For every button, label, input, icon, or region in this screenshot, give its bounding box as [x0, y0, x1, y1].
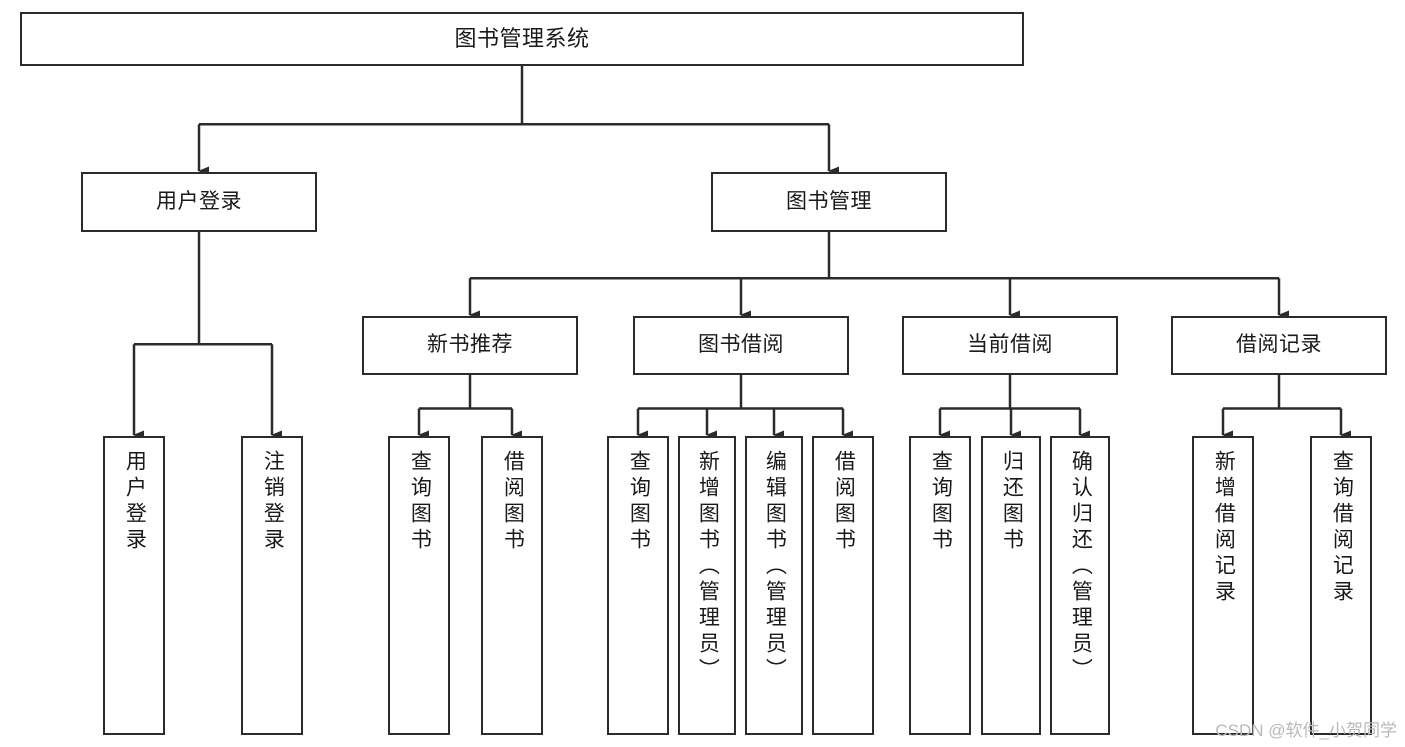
- node-leaf-borrow-1[interactable]: 借阅图书: [481, 436, 543, 735]
- node-label: 查询图书: [408, 450, 432, 554]
- watermark: CSDN @软件_小贺同学: [1215, 721, 1397, 740]
- node-label: 借阅记录: [1236, 333, 1322, 357]
- node-leaf-query-1[interactable]: 查询图书: [388, 436, 450, 735]
- node-new-book-rec[interactable]: 新书推荐: [362, 316, 578, 375]
- node-label: 查询图书: [929, 450, 953, 554]
- node-label: 用户登录: [123, 450, 147, 554]
- node-leaf-edit-book[interactable]: 编辑图书（管理员）: [745, 436, 803, 735]
- node-leaf-logout[interactable]: 注销登录: [241, 436, 303, 735]
- node-leaf-qry-record[interactable]: 查询借阅记录: [1310, 436, 1372, 735]
- node-label: 借阅图书: [832, 450, 856, 554]
- node-leaf-user-login[interactable]: 用户登录: [103, 436, 165, 735]
- node-borrow-record[interactable]: 借阅记录: [1171, 316, 1387, 375]
- node-label: 新增图书（管理员）: [696, 450, 720, 684]
- node-label: 注销登录: [261, 450, 285, 554]
- node-label: 编辑图书（管理员）: [763, 450, 787, 684]
- node-label: 新增借阅记录: [1212, 450, 1236, 606]
- node-user-login[interactable]: 用户登录: [81, 172, 317, 232]
- node-label: 借阅图书: [501, 450, 525, 554]
- node-label: 图书管理系统: [454, 26, 590, 52]
- node-leaf-return[interactable]: 归还图书: [981, 436, 1041, 735]
- node-leaf-add-record[interactable]: 新增借阅记录: [1192, 436, 1254, 735]
- node-leaf-query-3[interactable]: 查询图书: [909, 436, 971, 735]
- node-leaf-borrow-2[interactable]: 借阅图书: [812, 436, 874, 735]
- node-book-borrow[interactable]: 图书借阅: [633, 316, 849, 375]
- node-label: 确认归还（管理员）: [1069, 450, 1093, 684]
- node-label: 当前借阅: [967, 333, 1053, 357]
- node-leaf-add-book[interactable]: 新增图书（管理员）: [678, 436, 736, 735]
- node-label: 图书管理: [786, 189, 872, 213]
- node-current-borrow[interactable]: 当前借阅: [902, 316, 1118, 375]
- node-label: 归还图书: [1000, 450, 1024, 554]
- node-label: 查询图书: [627, 450, 651, 554]
- node-leaf-query-2[interactable]: 查询图书: [607, 436, 669, 735]
- node-root[interactable]: 图书管理系统: [20, 12, 1024, 66]
- node-label: 查询借阅记录: [1330, 450, 1354, 606]
- node-book-manage[interactable]: 图书管理: [711, 172, 947, 232]
- node-label: 图书借阅: [698, 333, 784, 357]
- node-label: 新书推荐: [427, 333, 513, 357]
- node-label: 用户登录: [156, 189, 242, 213]
- node-leaf-confirm[interactable]: 确认归还（管理员）: [1050, 436, 1110, 735]
